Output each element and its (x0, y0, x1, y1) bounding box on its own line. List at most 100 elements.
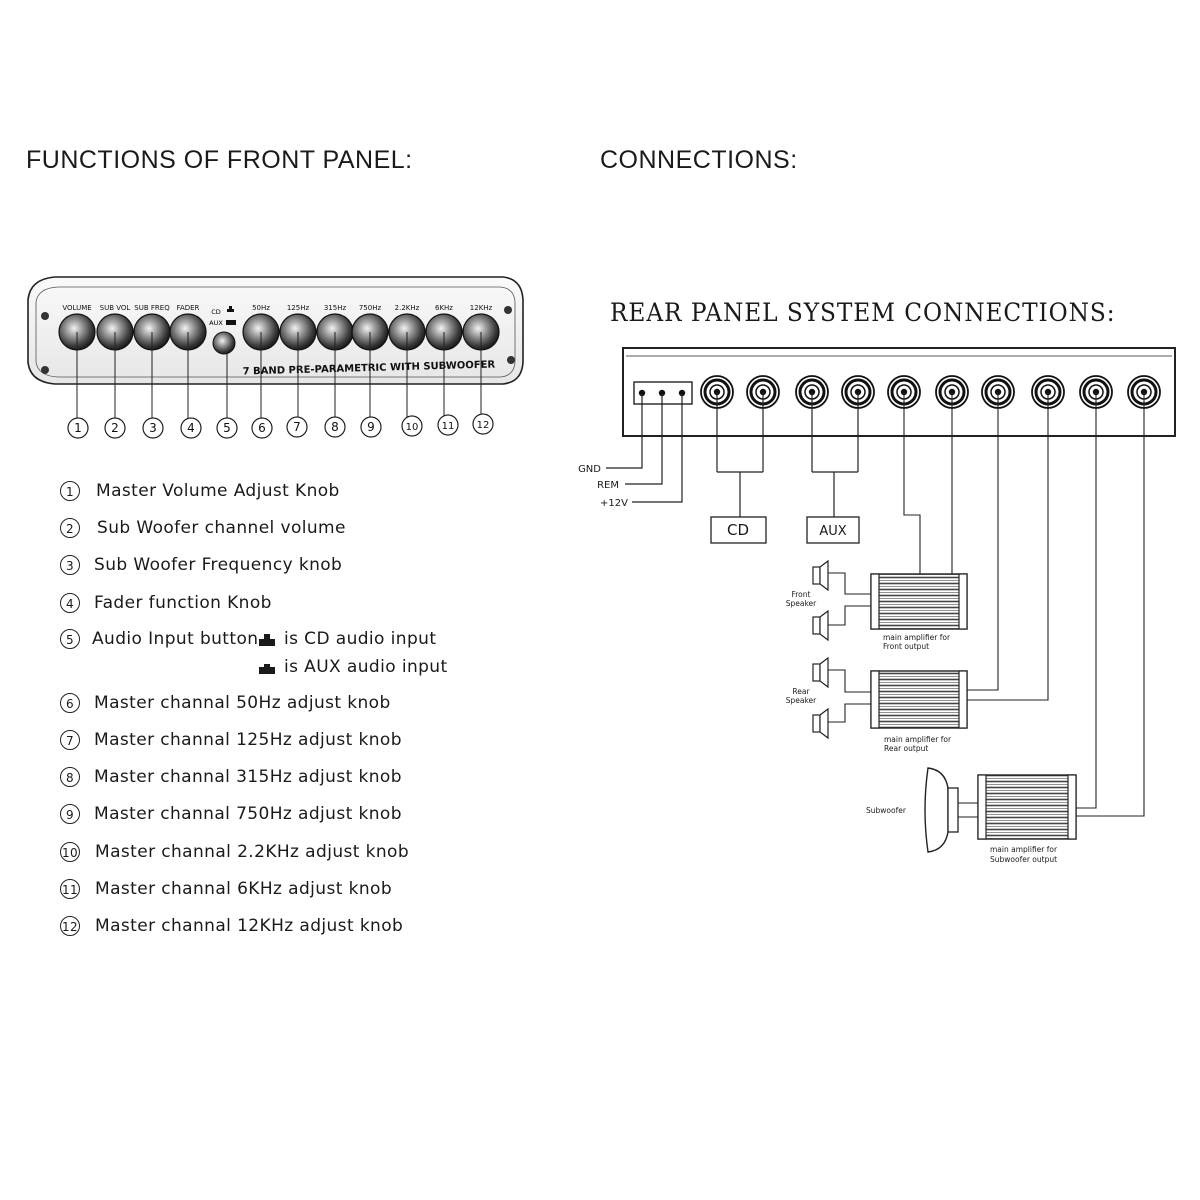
legend-text: Master channal 315Hz adjust knob (94, 767, 402, 787)
callout-circle (324, 416, 346, 438)
terminal-screw (658, 389, 666, 397)
knob-label: 2.2KHz (395, 304, 420, 312)
callout-circle (180, 417, 202, 439)
audio-input-button[interactable] (212, 331, 236, 355)
aux-source-label: AUX (819, 524, 846, 539)
knob-label: SUB FREQ (134, 304, 170, 312)
rem-label: REM (597, 480, 619, 491)
legend-text: Audio Input button (92, 629, 259, 649)
knob-label: VOLUME (62, 304, 91, 312)
legend-text: Master Volume Adjust Knob (96, 481, 340, 501)
callout-number: 4 (187, 421, 195, 435)
rear-speaker-bottom (812, 707, 829, 740)
callout-circle (401, 415, 423, 437)
cd-button-icon (259, 634, 275, 646)
aux-source-box (806, 516, 860, 544)
callout-circle (142, 417, 164, 439)
front-speaker-bottom (812, 609, 829, 642)
front-panel-heading: FUNCTIONS OF FRONT PANEL: (26, 146, 413, 174)
front-speaker-top (812, 559, 829, 592)
rear-speaker-top (812, 656, 829, 689)
connections-heading: CONNECTIONS: (600, 146, 798, 174)
legend-number: 4 (60, 593, 80, 613)
front-amplifier (870, 573, 968, 630)
knob-label: 315Hz (324, 304, 347, 312)
callout-number: 2 (111, 421, 119, 435)
panel-screw (41, 312, 49, 320)
12v-label: +12V (600, 498, 628, 509)
callout-number: 8 (331, 420, 339, 434)
cd-source-box (710, 516, 767, 544)
legend-number: 8 (60, 767, 80, 787)
legend-number: 5 (60, 629, 80, 649)
legend-text: Master channal 6KHz adjust knob (95, 879, 393, 899)
aux-button-icon (259, 662, 275, 674)
legend-number: 12 (60, 916, 80, 936)
subwoofer-amplifier (977, 774, 1077, 840)
rca-jack (887, 375, 921, 409)
knob-label: 125Hz (287, 304, 310, 312)
legend-number: 7 (60, 730, 80, 750)
callout-number: 10 (406, 422, 419, 433)
knob-label: SUB VOL (100, 304, 131, 312)
legend-text: Fader function Knob (94, 593, 272, 613)
legend-number: 2 (60, 518, 80, 538)
callout-circle (360, 416, 382, 438)
legend-text: Master channal 2.2KHz adjust knob (95, 842, 410, 862)
knob-label: 12KHz (470, 304, 493, 312)
panel-screw (504, 306, 512, 314)
legend-text: Master channal 750Hz adjust knob (94, 804, 402, 824)
legend-text: Master channal 50Hz adjust knob (94, 693, 391, 713)
knob-label: 50Hz (252, 304, 270, 312)
legend-text: Master channal 12KHz adjust knob (95, 916, 404, 936)
legend-text: Master channal 125Hz adjust knob (94, 730, 402, 750)
callout-circle (286, 416, 308, 438)
legend-text: Sub Woofer Frequency knob (94, 555, 343, 575)
callout-number: 6 (258, 421, 266, 435)
callout-number: 11 (442, 421, 455, 432)
callout-number: 12 (477, 420, 490, 431)
rear-amplifier (870, 670, 968, 729)
callout-circle (251, 417, 273, 439)
legend-number: 9 (60, 804, 80, 824)
callout-number: 7 (293, 420, 301, 434)
callout-circle (104, 417, 126, 439)
legend-number: 10 (60, 842, 80, 862)
callout-number: 3 (149, 421, 157, 435)
terminal-screw (678, 389, 686, 397)
callout-circle (67, 417, 89, 439)
panel-screw (507, 356, 515, 364)
rear-panel-illustration (606, 347, 1176, 853)
cd-input-text: is CD audio input (284, 629, 437, 649)
aux-input-text: is AUX audio input (284, 657, 448, 677)
cd-source-label: CD (727, 521, 749, 539)
knob-label: 6KHz (435, 304, 453, 312)
callout-circle (472, 413, 494, 435)
callout-number: 9 (367, 420, 375, 434)
callout-circle (437, 414, 459, 436)
input-select-indicator: CD AUX (209, 306, 236, 327)
legend-number: 1 (60, 481, 80, 501)
gnd-label: GND (578, 464, 601, 475)
panel-screw (41, 366, 49, 374)
legend-text: Sub Woofer channel volume (97, 518, 346, 538)
subwoofer-label: Subwoofer (866, 806, 907, 815)
callout-circle (216, 417, 238, 439)
rear-panel-heading: REAR PANEL SYSTEM CONNECTIONS: (610, 298, 1116, 327)
cd-tag: CD (211, 308, 221, 316)
aux-tag: AUX (209, 319, 223, 327)
legend-number: 3 (60, 555, 80, 575)
legend-number: 6 (60, 693, 80, 713)
subwoofer-speaker (924, 767, 959, 853)
terminal-screw (638, 389, 646, 397)
knob-label: 750Hz (359, 304, 382, 312)
callout-number: 5 (223, 421, 231, 435)
callout-number: 1 (74, 421, 82, 435)
